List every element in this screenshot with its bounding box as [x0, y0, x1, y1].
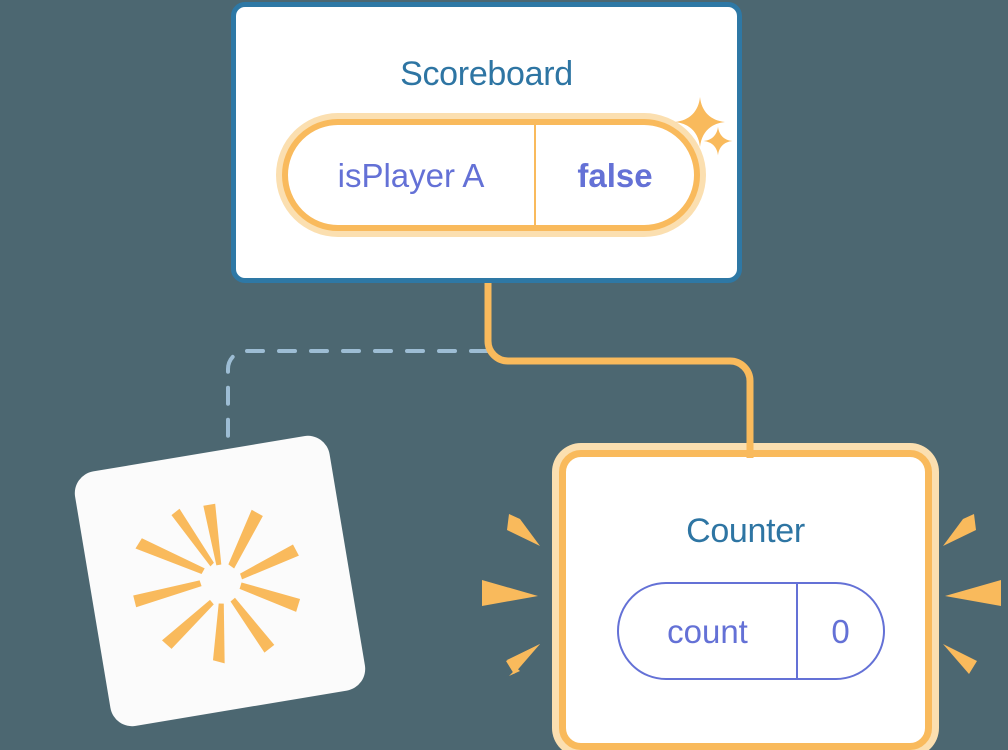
burst-ray: [162, 599, 214, 649]
counter-burst-right: [943, 514, 1001, 674]
counter-burst-left: [482, 514, 540, 676]
burst-ray: [230, 597, 275, 653]
burst-ray: [228, 509, 263, 569]
burst-ray: [135, 538, 205, 574]
sparkle-small-icon: [703, 126, 733, 156]
component-counter[interactable]: Counter count 0: [559, 450, 932, 750]
burst-ray: [171, 508, 214, 567]
burst-ray: [943, 514, 976, 546]
burst-ray: [239, 582, 301, 612]
sparkle-large-icon: [675, 97, 725, 147]
burst-ray: [240, 544, 299, 580]
burst-ray: [943, 644, 977, 674]
counter-prop-key: count: [619, 584, 798, 678]
counter-prop-value: 0: [831, 612, 850, 650]
burst-ray: [506, 644, 540, 674]
solid-connector-scoreboard-to-counter: [484, 281, 754, 458]
scoreboard-prop-pill[interactable]: isPlayer A false: [282, 119, 700, 231]
dashed-connector-scoreboard-to-blank-card: [226, 349, 489, 464]
burst-ray: [203, 503, 222, 566]
burst-ray: [212, 603, 225, 664]
counter-prop-pill[interactable]: count 0: [617, 582, 885, 680]
scoreboard-prop-value: false: [577, 156, 653, 194]
burst-ray: [945, 580, 1001, 606]
counter-title: Counter: [686, 512, 805, 550]
blank-card-burst: [133, 503, 301, 664]
burst-ray: [133, 580, 202, 608]
scoreboard-prop-key: isPlayer A: [288, 125, 536, 225]
scoreboard-title: Scoreboard: [400, 55, 573, 93]
burst-ray: [507, 514, 540, 546]
component-scoreboard[interactable]: Scoreboard isPlayer A false: [231, 2, 742, 283]
burst-ray: [482, 580, 538, 606]
